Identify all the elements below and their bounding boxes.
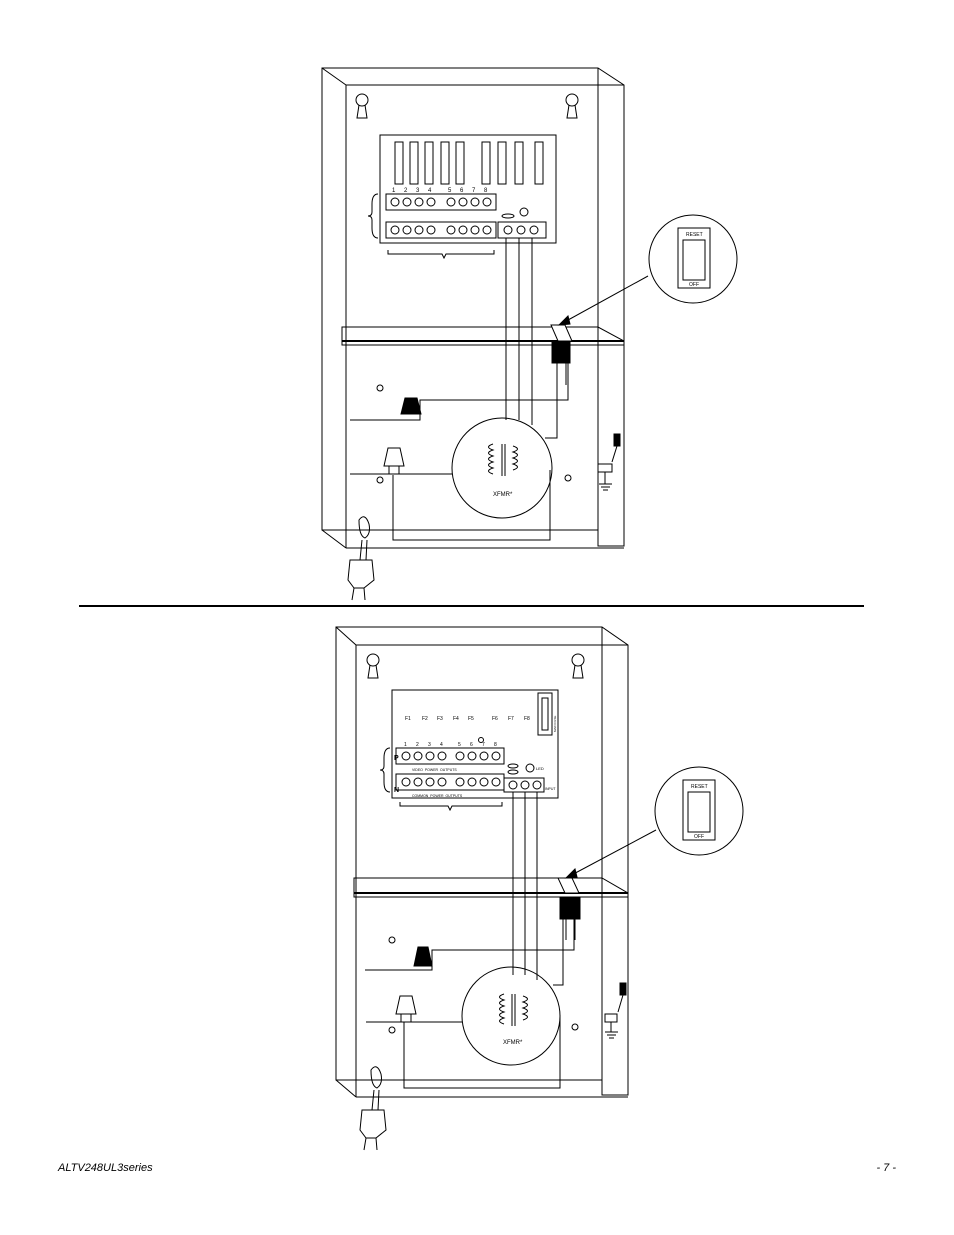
bottom-fuse-f6: F6 xyxy=(492,716,498,722)
top-power-cord xyxy=(347,516,375,601)
bottom-term-4: 4 xyxy=(440,742,443,748)
bottom-switch-off-label: OFF xyxy=(694,834,704,840)
bottom-enclosure xyxy=(335,626,629,1098)
bottom-wiring xyxy=(365,792,575,1089)
top-diagram xyxy=(321,67,738,601)
top-term-5: 5 xyxy=(448,188,452,194)
top-term-8: 8 xyxy=(484,188,488,194)
bottom-ground xyxy=(604,982,627,1039)
bottom-term-6: 6 xyxy=(470,742,473,748)
bottom-terminal-rows xyxy=(395,737,545,793)
bottom-fuse-f7: F7 xyxy=(508,716,514,722)
top-term-1: 1 xyxy=(392,188,396,194)
bottom-fuse-f5: F5 xyxy=(468,716,474,722)
bottom-row-p-label: P xyxy=(394,755,399,762)
footer-model: ALTV248UL3series xyxy=(58,1162,153,1174)
bottom-fuse-f3: F3 xyxy=(437,716,443,722)
bottom-row-n-label: N xyxy=(394,787,399,794)
bottom-transformer xyxy=(461,966,561,1066)
bottom-term-7: 7 xyxy=(482,742,485,748)
top-transformer-label: XFMR* xyxy=(493,492,513,498)
bottom-wire-nuts xyxy=(395,946,433,1022)
top-power-board xyxy=(367,134,557,260)
bottom-fuse-f2: F2 xyxy=(422,716,428,722)
bottom-term-5: 5 xyxy=(458,742,461,748)
top-reset-switch xyxy=(550,214,738,385)
bottom-fuse-f8: F8 xyxy=(524,716,530,722)
bottom-bottom-brace xyxy=(399,802,503,812)
bottom-term-1: 1 xyxy=(404,742,407,748)
top-fuses xyxy=(394,141,544,185)
bottom-diagram xyxy=(335,626,744,1151)
top-term-4: 4 xyxy=(428,188,432,194)
top-enclosure xyxy=(321,67,625,549)
bottom-switch-reset-label: RESET xyxy=(691,784,708,790)
bottom-shelf xyxy=(353,877,629,898)
bottom-term-2: 2 xyxy=(416,742,419,748)
top-switch-reset-label: RESET xyxy=(686,232,703,238)
bottom-fuse-f4: F4 xyxy=(453,716,459,722)
top-wire-nuts xyxy=(383,397,422,474)
top-term-3: 3 xyxy=(416,188,420,194)
bottom-power-cord xyxy=(359,1066,387,1151)
top-term-7: 7 xyxy=(472,188,476,194)
bottom-power-board xyxy=(379,689,559,812)
top-wiring xyxy=(350,238,569,541)
footer-page-number: - 7 - xyxy=(876,1162,896,1174)
bottom-transformer-label: XFMR* xyxy=(503,1040,523,1046)
bottom-fuse-f1: F1 xyxy=(405,716,411,722)
bottom-reset-switch xyxy=(557,766,744,940)
bottom-term-3: 3 xyxy=(428,742,431,748)
bottom-term-8: 8 xyxy=(494,742,497,748)
top-transformer xyxy=(451,417,553,519)
bottom-bottom-row-caption: COMMON POWER OUTPUTS xyxy=(412,794,463,798)
top-ground xyxy=(597,433,621,491)
top-output-brace xyxy=(367,193,379,239)
top-switch-off-label: OFF xyxy=(689,282,699,288)
top-terminal-rows xyxy=(385,193,547,239)
bottom-led-label: LED xyxy=(536,766,544,771)
top-term-6: 6 xyxy=(460,188,464,194)
bottom-output-brace xyxy=(379,747,391,793)
bottom-main-fuse-label: MAIN FUSE xyxy=(553,716,557,732)
top-term-2: 2 xyxy=(404,188,408,194)
bottom-input-label: INPUT xyxy=(545,787,556,791)
top-bottom-brace xyxy=(387,250,495,260)
bottom-top-row-caption: VIDEO POWER OUTPUTS xyxy=(412,768,457,772)
top-shelf xyxy=(341,326,625,346)
